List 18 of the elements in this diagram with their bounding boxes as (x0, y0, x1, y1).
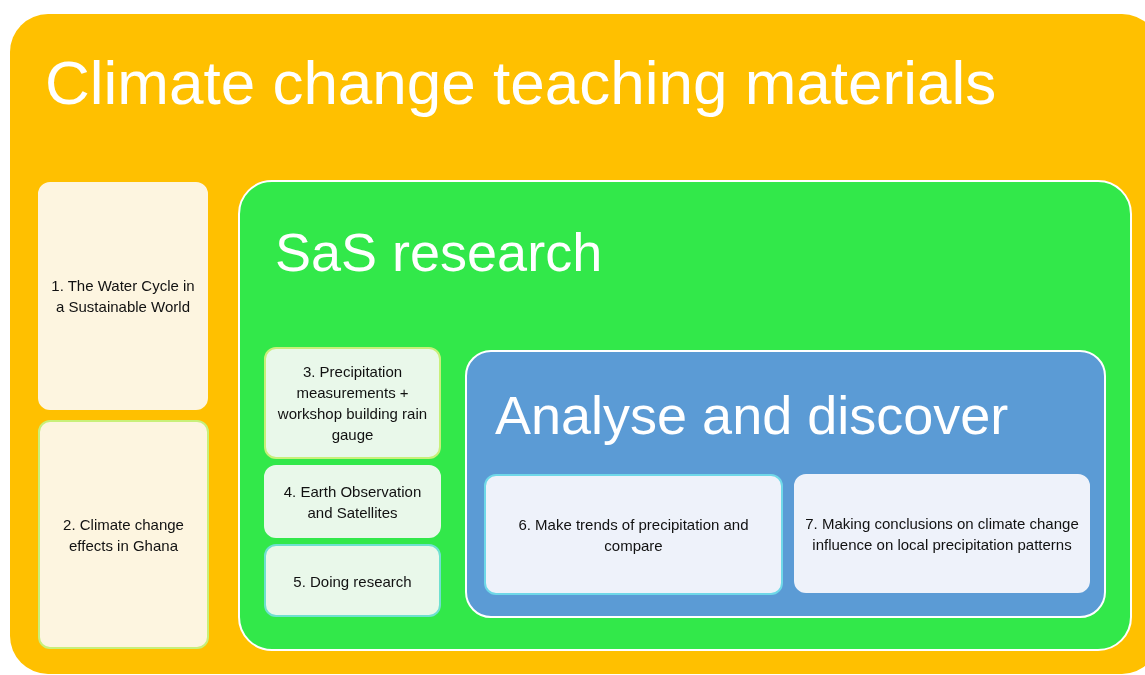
topic-box (264, 465, 441, 538)
topic-text: 4. Earth Observation and Satellites (282, 481, 423, 523)
topic-box (38, 182, 208, 410)
topic-text: 1. The Water Cycle in a Sustainable World (50, 276, 196, 317)
section-panel (465, 350, 1106, 618)
section-title: SaS research (275, 225, 603, 279)
topic-box (484, 474, 783, 595)
topic-box (38, 420, 209, 649)
topic-text: 3. Precipitation measurements + workshop building rain gauge (276, 362, 429, 445)
topic-box (264, 347, 441, 459)
topic-text: 5. Doing research (292, 571, 413, 591)
topic-box (794, 474, 1090, 593)
topic-text: 7. Making conclusions on climate change influence on local precipitation patterns (804, 513, 1080, 555)
topic-box (264, 544, 441, 617)
outer-panel (10, 14, 1145, 674)
topic-text: 2. Climate change effects in Ghana (62, 514, 185, 556)
topic-text: 6. Make trends of precipitation and compare (517, 514, 750, 556)
section-panel (238, 180, 1132, 651)
